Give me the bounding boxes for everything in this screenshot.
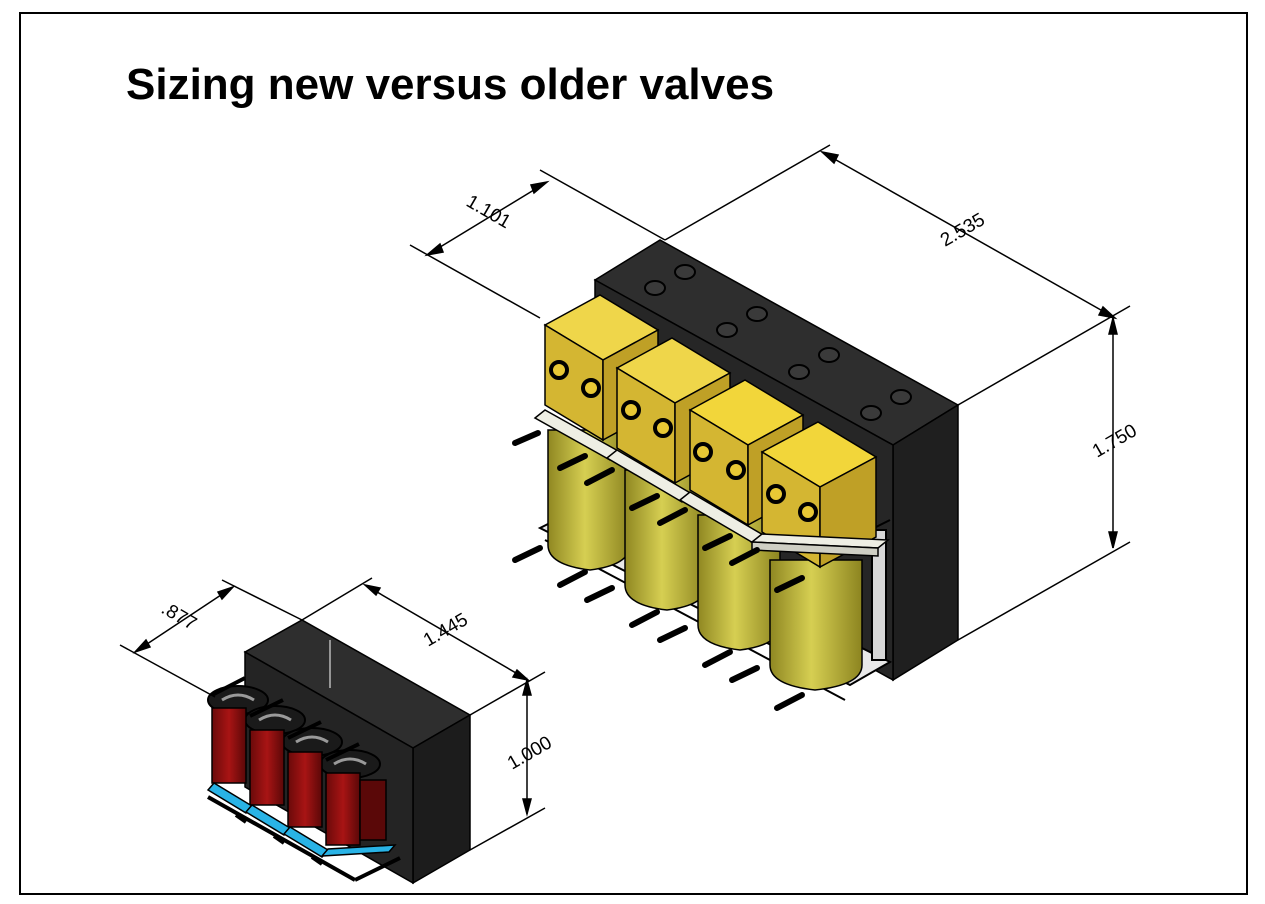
new-width-label: 1.445 <box>420 609 472 651</box>
page-title: Sizing new versus older valves <box>126 60 775 109</box>
old-depth-label: 1.101 <box>463 191 515 233</box>
new-valve-caps <box>207 685 381 779</box>
port-icon <box>716 322 738 338</box>
port-icon <box>674 264 696 280</box>
port-icon <box>890 389 912 405</box>
new-valve-bases <box>206 782 397 858</box>
old-manifold-ports <box>644 264 912 421</box>
old-valve-assembly <box>512 239 960 711</box>
old-width-label: 2.535 <box>937 209 989 251</box>
new-valve-cap-details <box>221 693 367 766</box>
port-icon <box>788 364 810 380</box>
drawing-frame <box>19 12 1248 895</box>
new-valve-frame <box>207 676 401 882</box>
port-icon <box>818 347 840 363</box>
new-height-label: 1.000 <box>504 732 556 774</box>
new-valve-bodies <box>211 707 387 846</box>
old-mounting-bars <box>533 409 891 557</box>
new-valve-assembly <box>206 619 472 885</box>
old-pins <box>512 430 805 711</box>
new-dimension-lines <box>119 577 546 851</box>
new-depth-label: .877 <box>158 598 201 635</box>
old-dimension-lines <box>409 144 1131 641</box>
old-height-label: 1.750 <box>1089 420 1141 462</box>
port-icon <box>860 405 882 421</box>
port-icon <box>644 280 666 296</box>
port-icon <box>746 306 768 322</box>
old-manifold-front <box>892 403 959 682</box>
